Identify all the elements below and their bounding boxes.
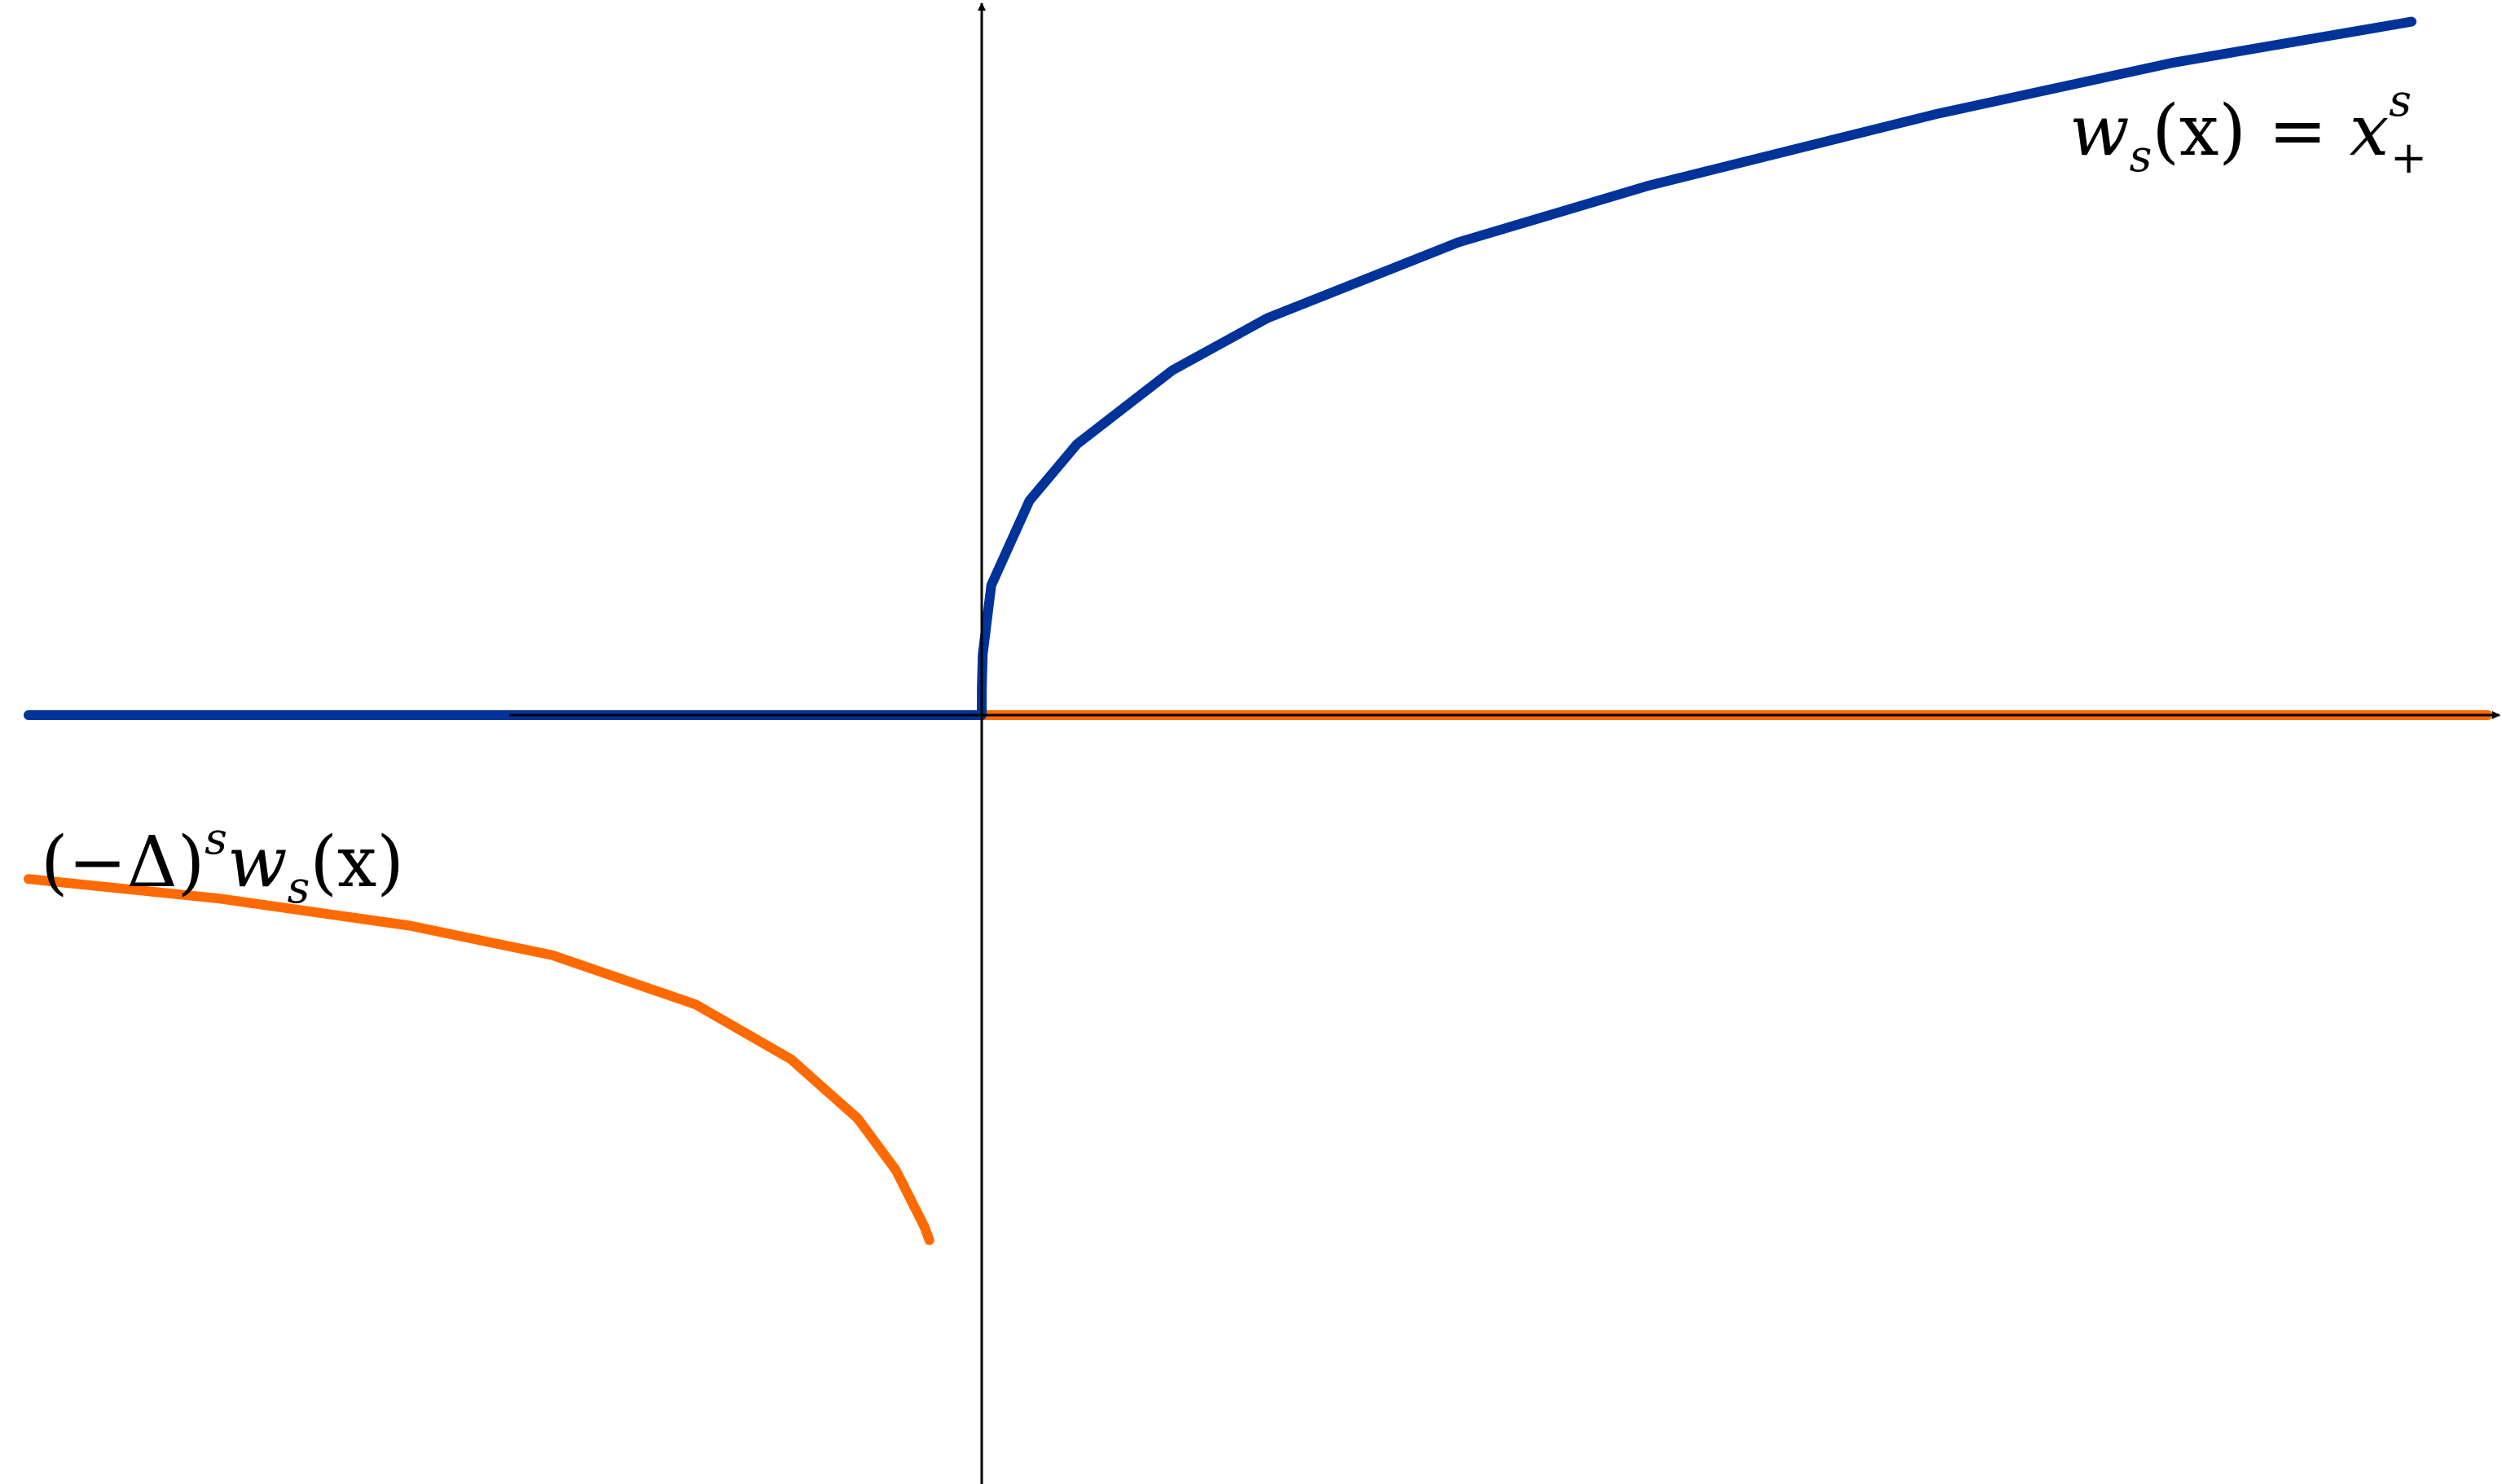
legend-label-laplacian: (−Δ)sws(x) xyxy=(41,813,404,913)
series-line-ws xyxy=(24,16,2416,720)
series-labels: ws(x) = xs+ (−Δ)sws(x) xyxy=(41,75,2427,913)
series-line-laplacian xyxy=(24,874,934,1245)
legend-label-ws: ws(x) = xs+ xyxy=(2069,75,2427,183)
axes xyxy=(509,2,2500,1484)
series-layer xyxy=(24,16,2493,1245)
